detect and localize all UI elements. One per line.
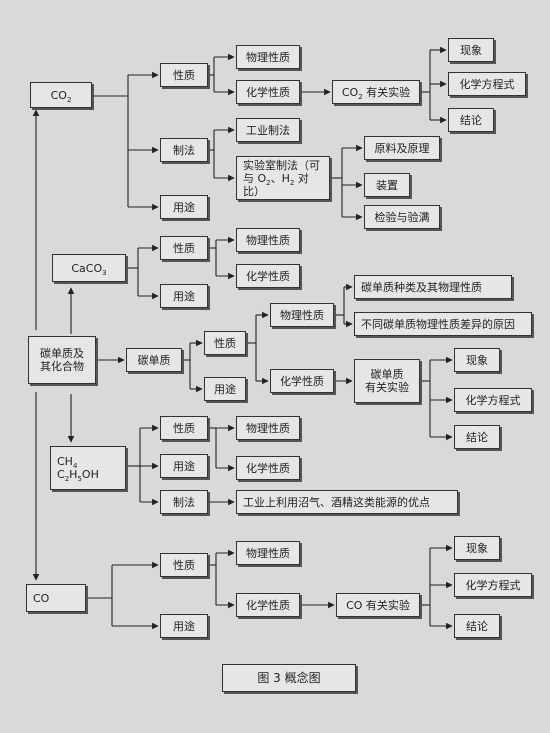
co2-conclusion: 结论 bbox=[448, 108, 494, 132]
ch4-physical-properties: 物理性质 bbox=[236, 416, 300, 440]
caco3-physical-properties: 物理性质 bbox=[236, 228, 300, 252]
carbon-difference-reason: 不同碳单质物理性质差异的原因 bbox=[354, 312, 532, 336]
ch4-properties: 性质 bbox=[160, 416, 208, 440]
co-uses: 用途 bbox=[160, 614, 208, 638]
co-chemical-equation: 化学方程式 bbox=[454, 573, 532, 597]
co-properties: 性质 bbox=[160, 553, 208, 577]
caco3-uses: 用途 bbox=[160, 284, 208, 308]
lab-preparation: 实验室制法（可 与 O2、H2 对比） bbox=[236, 156, 330, 200]
co2-node: CO2 bbox=[30, 82, 92, 108]
co2-physical-properties: 物理性质 bbox=[236, 45, 300, 69]
co2-chemical-properties: 化学性质 bbox=[236, 80, 300, 104]
materials-principles: 原料及原理 bbox=[364, 136, 440, 160]
carbon-physical-properties: 物理性质 bbox=[270, 303, 334, 327]
co-node: CO bbox=[26, 584, 86, 612]
co2-experiments: CO2 有关实验 bbox=[332, 80, 420, 104]
carbon-element: 碳单质 bbox=[126, 348, 182, 372]
caco3-chemical-properties: 化学性质 bbox=[236, 264, 300, 288]
co2-phenomenon: 现象 bbox=[448, 38, 494, 62]
ch4-chemical-properties: 化学性质 bbox=[236, 456, 300, 480]
carbon-chemical-properties: 化学性质 bbox=[270, 369, 334, 393]
carbon-chemical-equation: 化学方程式 bbox=[454, 388, 532, 412]
ch4-c2h5oh-node: CH4 C2H5OH bbox=[50, 446, 126, 490]
apparatus: 装置 bbox=[364, 173, 410, 197]
co2-uses: 用途 bbox=[160, 195, 208, 219]
co2-preparation: 制法 bbox=[160, 138, 208, 162]
co2-properties: 性质 bbox=[160, 63, 208, 87]
carbon-conclusion: 结论 bbox=[454, 425, 500, 449]
caco3-node: CaCO3 bbox=[52, 254, 126, 282]
biogas-advantages: 工业上利用沼气、酒精这类能源的优点 bbox=[236, 490, 458, 514]
co-conclusion: 结论 bbox=[454, 614, 500, 638]
carbon-experiments: 碳单质 有关实验 bbox=[354, 359, 420, 403]
carbon-phenomenon: 现象 bbox=[454, 348, 500, 372]
co-chemical-properties: 化学性质 bbox=[236, 593, 300, 617]
ch4-uses: 用途 bbox=[160, 454, 208, 478]
industrial-preparation: 工业制法 bbox=[236, 118, 300, 142]
caco3-properties: 性质 bbox=[160, 236, 208, 260]
co-experiments: CO 有关实验 bbox=[336, 593, 420, 617]
test-collection: 检验与验满 bbox=[364, 205, 440, 229]
co-physical-properties: 物理性质 bbox=[236, 541, 300, 565]
carbon-types: 碳单质种类及其物理性质 bbox=[354, 275, 512, 299]
figure-caption: 图 3 概念图 bbox=[222, 664, 356, 692]
carbon-compounds-node: 碳单质及 其化合物 bbox=[28, 336, 96, 384]
carbon-properties: 性质 bbox=[204, 331, 246, 355]
co-phenomenon: 现象 bbox=[454, 536, 500, 560]
ch4-preparation: 制法 bbox=[160, 490, 208, 514]
carbon-uses: 用途 bbox=[204, 377, 246, 401]
co2-chemical-equation: 化学方程式 bbox=[448, 72, 526, 96]
